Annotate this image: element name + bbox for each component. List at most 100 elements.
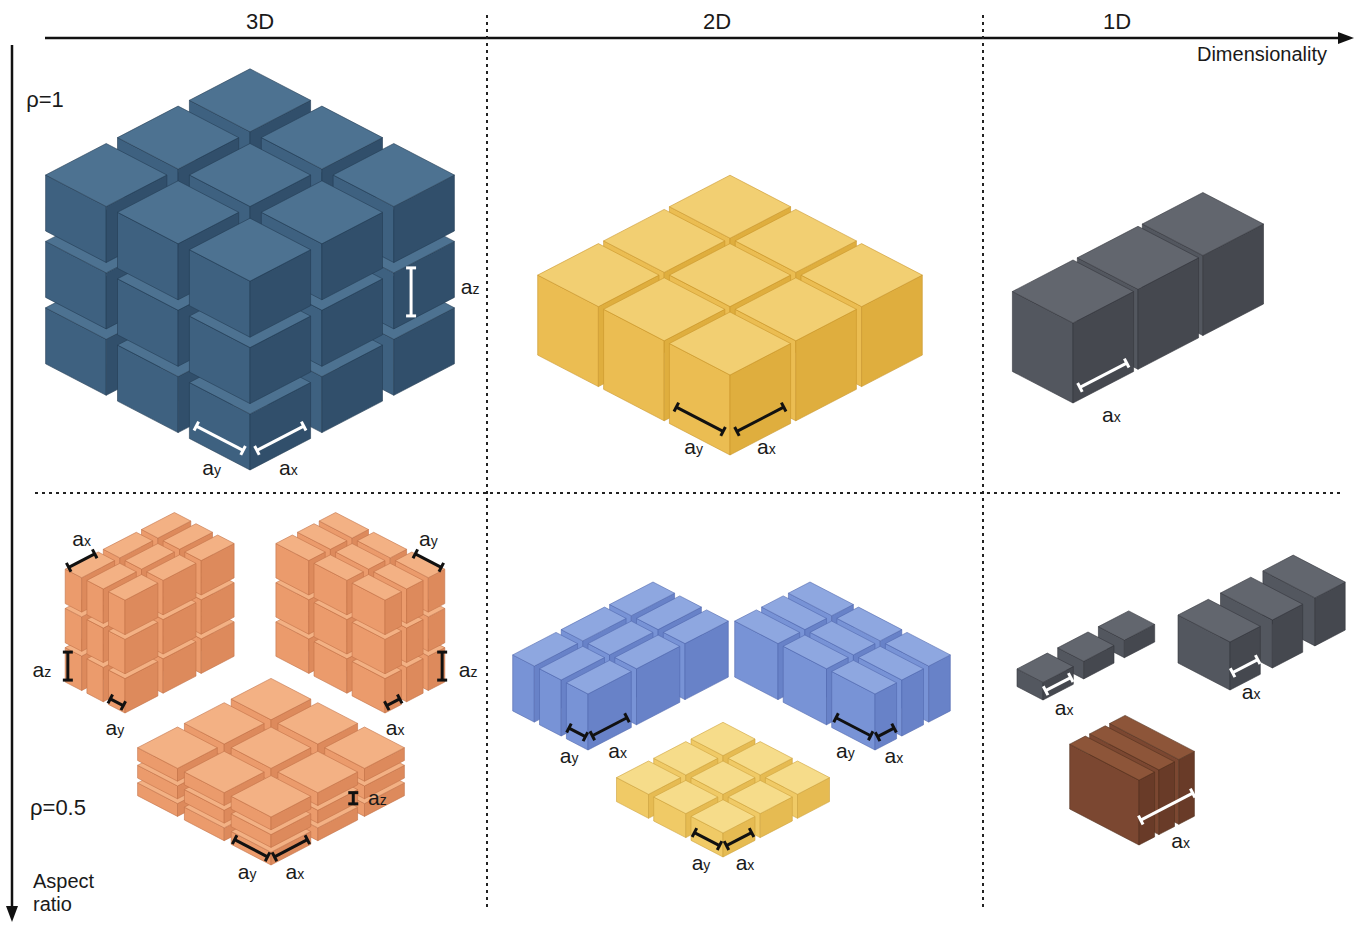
dimension-bracket <box>1043 673 1073 695</box>
dimension-label: ay <box>419 527 438 551</box>
bracket-stroke <box>66 652 69 680</box>
bracket-stroke <box>692 828 697 837</box>
cube-face <box>1012 260 1133 323</box>
column-heading: 3D <box>246 9 274 34</box>
dimension-label: ay <box>202 456 221 480</box>
bracket-stroke <box>1190 789 1195 798</box>
dimension-label: ay <box>692 851 711 875</box>
dimension-bracket <box>875 724 896 741</box>
dimension-label: az <box>32 658 51 682</box>
bracket-stroke <box>1255 655 1260 664</box>
bracket-stroke <box>836 718 871 736</box>
bracket-stroke <box>194 422 199 431</box>
bracket-stroke <box>868 731 873 740</box>
axis-arrowhead <box>6 906 18 922</box>
dimension-label: ax <box>736 851 755 875</box>
bracket-stroke <box>1141 793 1193 820</box>
dimensionality-axis <box>45 37 1340 40</box>
bracket-stroke <box>241 446 246 455</box>
cube-group <box>65 513 234 714</box>
bracket-stroke <box>63 679 73 682</box>
dimension-label: ax <box>1102 403 1121 427</box>
cube-face <box>902 669 924 736</box>
cube-face <box>832 660 897 694</box>
cube-group <box>735 582 951 750</box>
bracket-stroke <box>406 314 416 317</box>
cube-face <box>566 683 588 750</box>
bracket-stroke <box>583 732 588 741</box>
cube-face <box>663 610 728 644</box>
bracket-stroke <box>592 718 627 736</box>
dimension-label: ay <box>105 716 124 740</box>
cube-face <box>566 660 631 694</box>
bracket-stroke <box>232 835 237 844</box>
bracket-stroke <box>439 563 444 572</box>
dimension-label: ax <box>1055 696 1074 720</box>
dimension-label: ax <box>72 527 91 551</box>
bracket-stroke <box>1043 686 1048 695</box>
bracket-stroke <box>301 422 306 431</box>
bracket-stroke <box>1138 816 1143 825</box>
bracket-stroke <box>196 426 243 450</box>
cube-face <box>669 312 790 375</box>
dimension-bracket <box>834 713 873 740</box>
cube-face <box>352 575 401 601</box>
bracket-stroke <box>348 802 358 805</box>
bracket-stroke <box>441 652 444 680</box>
bracket-stroke <box>305 835 310 844</box>
bracket-stroke <box>694 833 719 846</box>
bracket-stroke <box>892 724 897 733</box>
dimension-bracket <box>348 793 358 804</box>
bracket-stroke <box>437 679 447 682</box>
bracket-stroke <box>1078 383 1083 392</box>
cube-face <box>1178 599 1260 642</box>
cube-group <box>46 69 455 470</box>
dimension-bracket <box>63 652 73 680</box>
cube-face <box>929 655 951 722</box>
divider-line <box>486 15 488 910</box>
bracket-stroke <box>674 403 679 412</box>
cube-group <box>1178 555 1345 690</box>
bracket-stroke <box>737 407 784 431</box>
cube-face <box>540 669 562 736</box>
row-heading: ρ=1 <box>26 87 64 112</box>
axis-title: Dimensionality <box>1197 43 1327 66</box>
cube-group <box>1070 715 1195 845</box>
dimension-label: ay <box>560 744 579 768</box>
dimension-label: az <box>459 658 478 682</box>
dimension-label: ax <box>884 744 903 768</box>
bracket-stroke <box>749 828 754 837</box>
dimension-bracket <box>108 695 126 711</box>
dimension-bracket <box>674 403 725 436</box>
bracket-stroke <box>1233 660 1258 673</box>
axis-title: Aspect ratio <box>33 870 113 916</box>
cube-face <box>513 655 535 722</box>
dimension-label: ax <box>386 716 405 740</box>
dimension-bracket <box>692 828 722 850</box>
dimension-bracket <box>735 403 786 436</box>
dimension-bracket <box>1078 359 1129 392</box>
bracket-stroke <box>721 427 726 436</box>
dimension-bracket <box>590 713 629 740</box>
cube-face <box>1017 653 1073 682</box>
bracket-stroke <box>1230 668 1235 677</box>
bracket-stroke <box>348 791 358 794</box>
dimension-bracket <box>413 549 444 571</box>
dimension-bracket <box>406 268 416 316</box>
bracket-stroke <box>272 852 277 861</box>
cube-group <box>513 582 729 750</box>
cube-group <box>538 175 923 455</box>
bracket-stroke <box>92 549 97 558</box>
cube-face <box>276 535 325 561</box>
cube-group <box>1017 611 1155 700</box>
dimension-bracket <box>724 828 754 850</box>
cube-face <box>615 635 680 669</box>
cube-group <box>617 722 830 857</box>
bracket-stroke <box>1080 363 1127 387</box>
bracket-stroke <box>387 699 400 706</box>
bracket-stroke <box>257 426 304 450</box>
cube-face <box>189 218 310 281</box>
column-heading: 2D <box>703 9 731 34</box>
bracket-stroke <box>274 840 307 857</box>
